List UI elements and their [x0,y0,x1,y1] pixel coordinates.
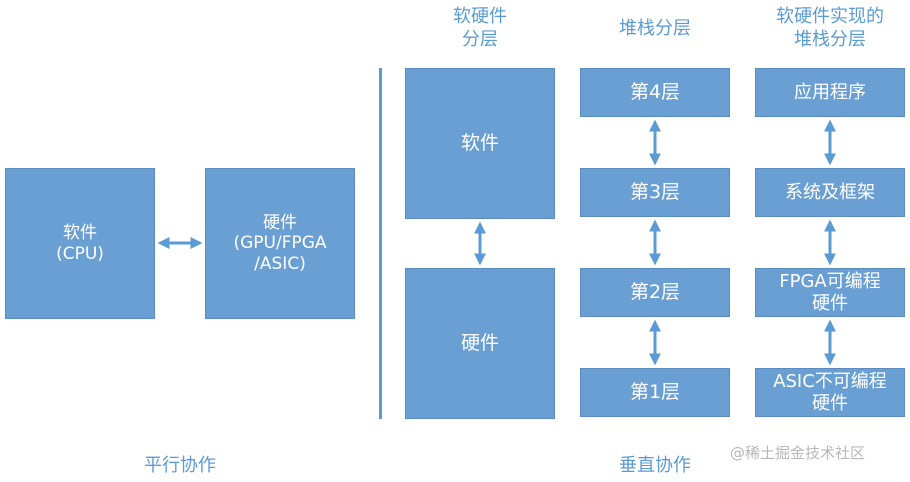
parallel-software-box: 软件 (CPU) [5,168,155,319]
stack-layer1-label: 第1层 [629,381,681,404]
impl-application-box: 应用程序 [755,68,905,117]
stack-layer4-label: 第4层 [629,81,681,104]
stack-layer3-label: 第3层 [629,181,681,204]
parallel-hardware-box: 硬件 (GPU/FPGA /ASIC) [205,168,355,319]
stack-layer2-label: 第2层 [629,281,681,304]
parallel-software-label: 软件 (CPU) [56,223,104,264]
layer-software-box: 软件 [405,68,555,219]
heading-implemented-stack: 软硬件实现的 堆栈分层 [776,6,884,50]
heading-stack-layers: 堆栈分层 [619,18,691,39]
parallel-hardware-label: 硬件 (GPU/FPGA /ASIC) [233,212,327,274]
section-divider [379,68,382,419]
impl-fpga-box: FPGA可编程 硬件 [755,268,905,317]
impl-asic-box: ASIC不可编程 硬件 [755,368,905,417]
stack-layer2-box: 第2层 [580,268,730,317]
impl-system-framework-box: 系统及框架 [755,168,905,217]
stack-layer1-box: 第1层 [580,368,730,417]
impl-fpga-label: FPGA可编程 硬件 [779,270,881,314]
stack-layer4-box: 第4层 [580,68,730,117]
layer-software-label: 软件 [460,132,499,155]
layer-hardware-label: 硬件 [460,332,499,355]
heading-software-hardware-layer: 软硬件 分层 [453,6,507,50]
caption-parallel: 平行协作 [144,455,216,476]
layer-hardware-box: 硬件 [405,268,555,419]
impl-application-label: 应用程序 [794,81,866,103]
watermark: @稀土掘金技术社区 [730,444,866,462]
impl-asic-label: ASIC不可编程 硬件 [773,370,887,414]
stack-layer3-box: 第3层 [580,168,730,217]
impl-system-framework-label: 系统及框架 [785,181,875,203]
caption-vertical: 垂直协作 [619,455,691,476]
